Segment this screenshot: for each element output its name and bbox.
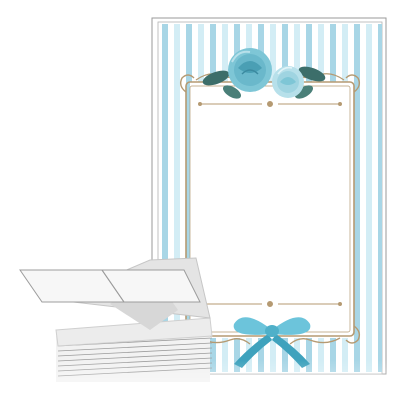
ribbon-bow-icon — [233, 317, 311, 368]
envelope-stack-edge — [57, 342, 213, 352]
envelope-stack-edge — [57, 347, 213, 357]
card-stripe — [174, 24, 180, 372]
card-stripe — [354, 24, 360, 372]
card-writing-area — [190, 82, 350, 338]
card-stripe — [162, 24, 168, 372]
card-stripe — [186, 24, 192, 372]
top-divider — [198, 101, 342, 107]
card-stripe — [366, 24, 372, 372]
rose-bouquet-icon — [202, 48, 326, 99]
envelope-stack-edge — [57, 352, 213, 362]
card-stripe — [378, 24, 382, 372]
bottom-divider — [198, 301, 342, 307]
